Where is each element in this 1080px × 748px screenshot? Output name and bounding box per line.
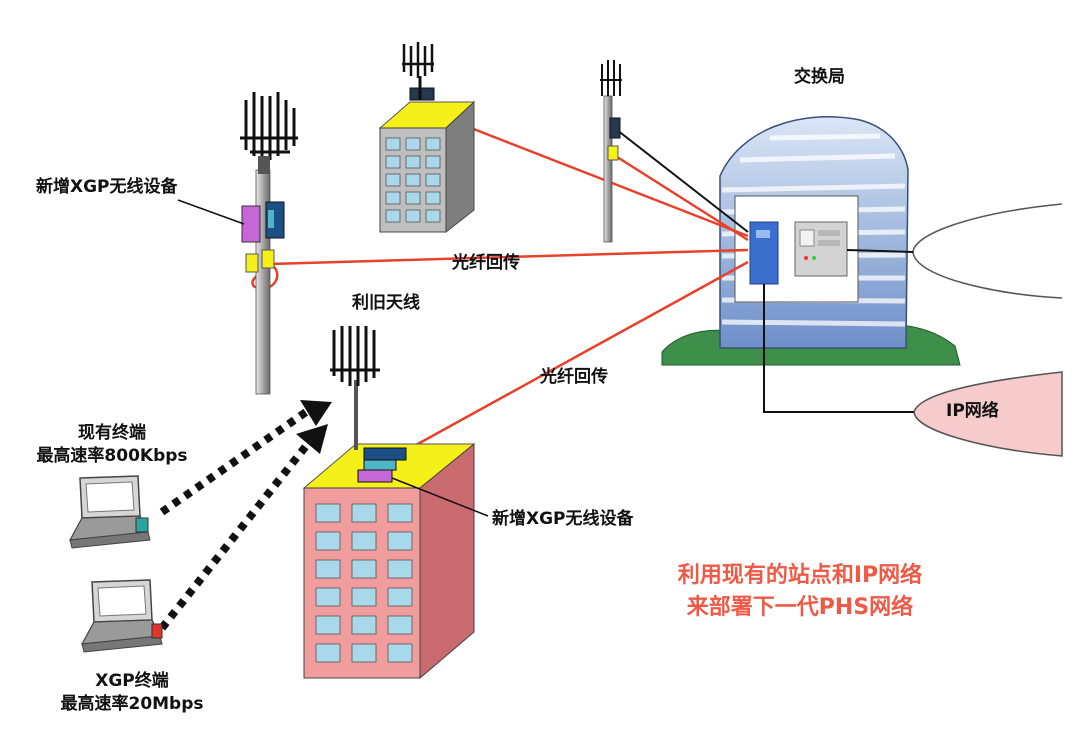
building-window	[385, 137, 401, 151]
building-window	[385, 173, 401, 187]
building-window	[385, 209, 401, 223]
existing-terminal-label: 现有终端 最高速率800Kbps	[26, 422, 198, 468]
building-window	[315, 503, 341, 523]
fiber-backhaul-label-1: 光纤回传	[452, 253, 520, 273]
building-window	[385, 191, 401, 205]
building-window	[387, 531, 413, 551]
building-window	[405, 155, 421, 169]
building-window	[425, 173, 441, 187]
building-window	[425, 137, 441, 151]
existing-terminal-rate: 最高速率800Kbps	[36, 445, 188, 466]
slogan-line-2: 来部署下一代PHS网络	[686, 594, 914, 620]
building-window	[315, 587, 341, 607]
building-window	[405, 191, 421, 205]
radio-arrow-upper	[300, 400, 332, 426]
slogan-line-1: 利用现有的站点和IP网络	[677, 563, 923, 588]
building-window	[315, 559, 341, 579]
building-window	[405, 209, 421, 223]
building-window	[351, 587, 377, 607]
building-window	[351, 643, 377, 663]
existing-terminal-name: 现有终端	[78, 423, 146, 443]
ip-network-label: IP网络	[946, 401, 999, 421]
building-window	[425, 155, 441, 169]
pink-building	[302, 326, 489, 680]
exchange-office-building	[661, 116, 961, 413]
xgp-terminal-rate: 最高速率20Mbps	[60, 693, 204, 714]
upstream-network-cloud	[912, 203, 1063, 299]
building-window	[405, 173, 421, 187]
building-window	[351, 503, 377, 523]
radio-links	[158, 408, 310, 631]
building-window	[351, 531, 377, 551]
reuse-antenna-label: 利旧天线	[352, 293, 420, 313]
building-window	[351, 615, 377, 635]
ip-network-cloud	[913, 371, 1063, 457]
fiber-lines	[251, 110, 749, 458]
building-window	[385, 155, 401, 169]
office-building-top	[378, 42, 476, 234]
building-window	[425, 191, 441, 205]
building-window	[405, 137, 421, 151]
building-window	[315, 531, 341, 551]
xgp-terminal-laptop	[80, 579, 163, 653]
slogan: 利用现有的站点和IP网络 来部署下一代PHS网络	[650, 560, 950, 624]
single-antenna-pole	[600, 60, 622, 243]
building-window	[387, 615, 413, 635]
building-window	[315, 643, 341, 663]
left-antenna-tower	[177, 92, 298, 395]
new-equipment-label-top: 新增XGP无线设备	[36, 177, 178, 197]
building-window	[387, 503, 413, 523]
new-equipment-label-bottom: 新增XGP无线设备	[492, 509, 634, 529]
fiber-backhaul-label-2: 光纤回传	[540, 367, 608, 387]
building-window	[387, 643, 413, 663]
xgp-terminal-name: XGP终端	[95, 671, 169, 691]
xgp-terminal-label: XGP终端 最高速率20Mbps	[52, 670, 212, 716]
building-window	[315, 615, 341, 635]
building-window	[387, 559, 413, 579]
building-window	[425, 209, 441, 223]
radio-arrow-lower	[296, 424, 328, 454]
building-window	[387, 587, 413, 607]
building-window	[351, 559, 377, 579]
exchange-office-label: 交换局	[794, 67, 845, 87]
existing-terminal-laptop	[68, 475, 151, 549]
